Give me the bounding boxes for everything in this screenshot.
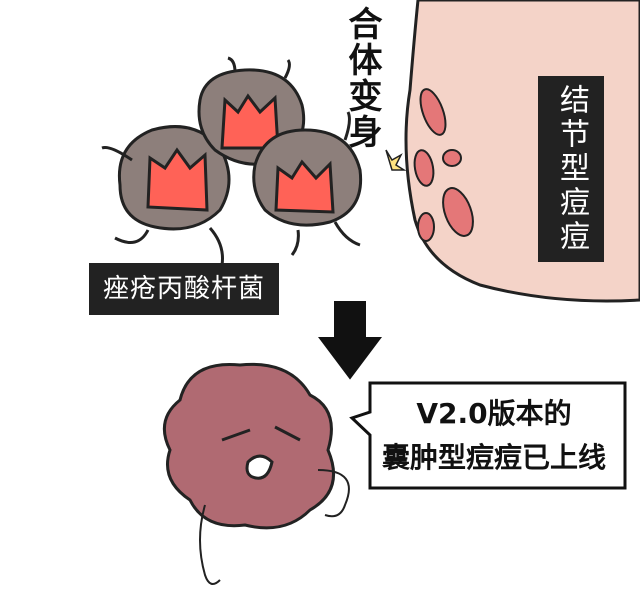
down-arrow-icon <box>318 301 382 380</box>
nodular-acne-label: 结节型痘痘 <box>538 76 604 262</box>
bacterium-1 <box>101 125 231 266</box>
cyst-creature <box>162 362 350 585</box>
skin-bumps <box>413 88 474 242</box>
spark-icon <box>385 149 407 171</box>
bacterium-3 <box>252 111 363 256</box>
transform-label: 合体变身 <box>342 6 382 150</box>
speech-line-1: V2.0版本的 <box>416 397 572 430</box>
speech-text: V2.0版本的 囊肿型痘痘已上线 <box>370 392 618 480</box>
speech-line-2: 囊肿型痘痘已上线 <box>381 441 606 474</box>
bacteria-label: 痤疮丙酸杆菌 <box>89 263 279 315</box>
speech-bubble <box>349 381 627 490</box>
skin-finger <box>404 0 640 303</box>
bacteria-cluster <box>101 56 363 266</box>
